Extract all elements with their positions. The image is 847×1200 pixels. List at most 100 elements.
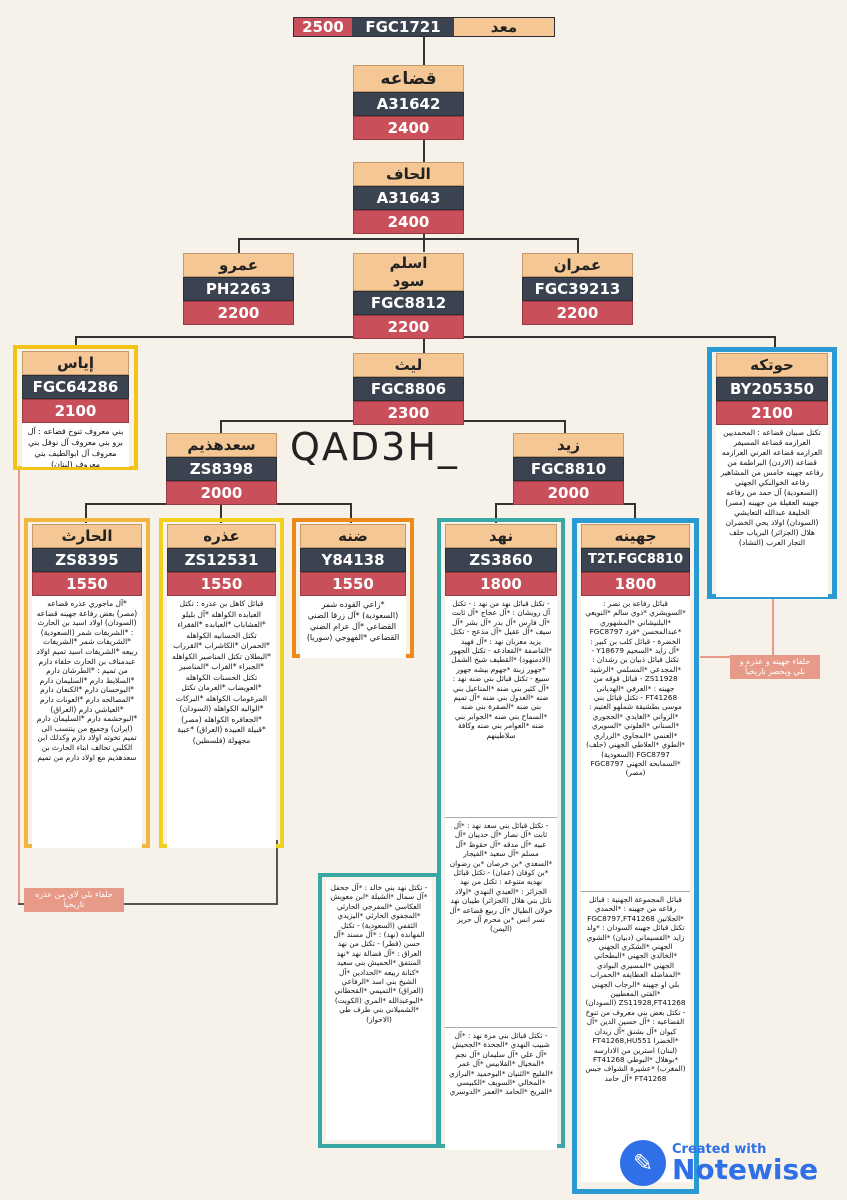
udhra-node: عذره ZS12531 1550 قبائل كاهل بن عذره : ت…	[167, 524, 276, 848]
udhra-year: 1550	[167, 572, 276, 596]
connector-line	[564, 420, 566, 434]
aslam-year: 2200	[353, 315, 464, 339]
left-ally-tag: حلفاء بلي لاي من عذره تاريخياً	[24, 888, 124, 912]
hotaka-note: تكتل صبيان قضاعه : المحمديين العرازمه قض…	[716, 425, 828, 597]
alhaf-year: 2400	[353, 210, 464, 234]
connector-line	[423, 133, 425, 163]
amr-haplogroup: PH2263	[183, 277, 294, 301]
connector-line	[423, 220, 425, 252]
diagram-title: QAD3H_	[290, 425, 459, 469]
layth-year: 2300	[353, 401, 464, 425]
harith-note: *آل ماجوري عذره قضاعه (مصر) بعض رفاعة جه…	[32, 596, 142, 848]
saad-node: سعدهذيم ZS8398 2000	[166, 433, 277, 505]
nahd-note-1: - تكتل قبائل نهد من نهد : - تكتل آل رويش…	[445, 596, 557, 818]
aslam-node: اسلم سود FGC8812 2200	[353, 253, 464, 339]
saad-haplogroup: ZS8398	[166, 457, 277, 481]
connector-line	[276, 840, 278, 905]
connector-line	[85, 503, 87, 523]
imran-haplogroup: FGC39213	[522, 277, 633, 301]
connector-line	[238, 238, 240, 254]
imran-node: عمران FGC39213 2200	[522, 253, 633, 325]
juhayna-name: جهينه	[581, 524, 690, 548]
juhayna-node: جهينه T2T.FGC8810 1800 قبائل رفاعه بن نص…	[581, 524, 690, 1182]
layth-node: ليث FGC8806 2300	[353, 353, 464, 425]
dinna-node: ضنه Y84138 1550 *زاعي القوده شمر (السعود…	[300, 524, 406, 658]
juhayna-haplogroup: T2T.FGC8810	[581, 548, 690, 572]
watermark-line-1: Created with	[672, 1141, 767, 1157]
nahd-name: نهد	[445, 524, 557, 548]
harith-haplogroup: ZS8395	[32, 548, 142, 572]
hotaka-node: حوتكه BY205350 2100 تكتل صبيان قضاعه : ا…	[716, 353, 828, 597]
layth-name: ليث	[353, 353, 464, 377]
zaid-year: 2000	[513, 481, 624, 505]
connector-line	[423, 35, 425, 65]
connector-line	[238, 238, 578, 240]
dinna-haplogroup: Y84138	[300, 548, 406, 572]
aslam-alt-name: سود	[353, 272, 464, 291]
connector-line	[18, 470, 20, 905]
harith-node: الحارث ZS8395 1550 *آل ماجوري عذره قضاعه…	[32, 524, 142, 848]
dinna-year: 1550	[300, 572, 406, 596]
harith-year: 1550	[32, 572, 142, 596]
notewise-watermark: ✎ Created with Notewise	[620, 1140, 818, 1186]
saad-year: 2000	[166, 481, 277, 505]
amr-node: عمرو PH2263 2200	[183, 253, 294, 325]
quda-haplogroup: A31642	[353, 92, 464, 116]
quda-year: 2400	[353, 116, 464, 140]
saad-name: سعدهذيم	[166, 433, 277, 457]
amr-year: 2200	[183, 301, 294, 325]
connector-line	[18, 903, 278, 905]
layth-haplogroup: FGC8806	[353, 377, 464, 401]
connector-line	[634, 503, 636, 523]
right-ally-tag: حلفاء جهينه و عذره و بلي وبحضر تاريخياً	[730, 655, 820, 679]
nahd-year: 1800	[445, 572, 557, 596]
connector-line	[350, 503, 352, 523]
dinna-note: *زاعي القوده شمر (السعودية) *آل زرقا الض…	[300, 596, 406, 658]
aslam-haplogroup: FGC8812	[353, 291, 464, 315]
watermark-line-2: Notewise	[672, 1152, 819, 1186]
zaid-name: زيد	[513, 433, 624, 457]
imran-name: عمران	[522, 253, 633, 277]
hotaka-haplogroup: BY205350	[716, 377, 828, 401]
iyas-year: 2100	[22, 399, 129, 423]
connector-line	[75, 336, 77, 348]
iyas-node: إياس FGC64286 2100 بني معروف تنوخ قضاعه …	[22, 351, 129, 467]
connector-line	[772, 598, 774, 658]
root-year: 2500	[294, 18, 352, 36]
juhayna-note-1: قبائل رفاعه بن نصر : *السويشري *ذوي سالم…	[581, 596, 690, 892]
juhayna-frame	[572, 518, 699, 1194]
quda-node: قضاعه A31642 2400	[353, 65, 464, 140]
connector-line	[577, 238, 579, 254]
harith-name: الحارث	[32, 524, 142, 548]
amr-name: عمرو	[183, 253, 294, 277]
iyas-haplogroup: FGC64286	[22, 375, 129, 399]
iyas-note: بني معروف تنوخ قضاعه : آل برو بني معروف …	[22, 423, 129, 467]
root-name: معد	[454, 18, 554, 36]
zaid-node: زيد FGC8810 2000	[513, 433, 624, 505]
nahd-note-3: - تكتل قبائل بني مرة نهد : *آل شبيب النه…	[445, 1028, 557, 1150]
iyas-name: إياس	[22, 351, 129, 375]
nahd-note-2: - تكتل قبائل بني سعد نهد : *آل ثابت *آل …	[445, 818, 557, 1028]
root-node: 2500 FGC1721 معد	[293, 17, 555, 37]
alhaf-haplogroup: A31643	[353, 186, 464, 210]
juhayna-year: 1800	[581, 572, 690, 596]
pencil-icon: ✎	[620, 1140, 666, 1186]
imran-year: 2200	[522, 301, 633, 325]
nahd-note-4: - تكتل نهد بني خالد : *آل جحفل *آل سمال …	[326, 880, 432, 1140]
connector-line	[220, 420, 222, 434]
iyas-frame	[13, 345, 138, 470]
udhra-haplogroup: ZS12531	[167, 548, 276, 572]
hotaka-year: 2100	[716, 401, 828, 425]
nahd-node: نهد ZS3860 1800 - تكتل قبائل نهد من نهد …	[445, 524, 557, 1150]
hotaka-name: حوتكه	[716, 353, 828, 377]
nahd-ext-frame	[318, 873, 440, 1148]
nahd-haplogroup: ZS3860	[445, 548, 557, 572]
udhra-note: قبائل كاهل بن عذره : تكتل العبابده الكوا…	[167, 596, 276, 848]
juhayna-note-2: قبائل المجموعة الجهنية : قبائل رفاعه من …	[581, 892, 690, 1182]
root-haplogroup: FGC1721	[352, 18, 454, 36]
alhaf-node: الحاف A31643 2400	[353, 162, 464, 234]
aslam-name: اسلم	[353, 253, 464, 272]
udhra-name: عذره	[167, 524, 276, 548]
alhaf-name: الحاف	[353, 162, 464, 186]
connector-line	[495, 503, 497, 523]
